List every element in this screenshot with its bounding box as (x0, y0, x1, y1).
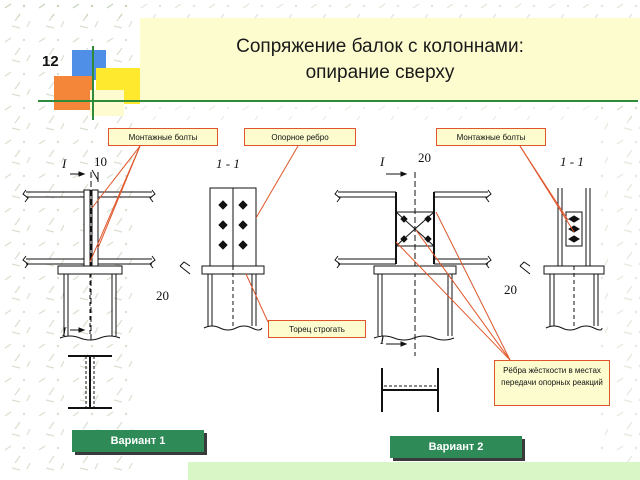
leader-lines (89, 145, 575, 361)
section-mark-2: I (61, 324, 67, 339)
weld-20-left: 20 (156, 288, 169, 303)
vertical-line-deco (92, 46, 94, 120)
section-mark-3: I (379, 154, 385, 169)
dim-10: 10 (94, 154, 107, 169)
horizontal-line-deco (38, 100, 638, 102)
title-line-2: опирание сверху (305, 62, 455, 83)
light-square-deco (90, 90, 124, 116)
variant2-elevation (334, 171, 492, 412)
variant1-section (179, 187, 265, 331)
label-mount-bolts-right: Монтажные болты (436, 128, 546, 146)
section-mark-1: I (61, 156, 67, 171)
label-trim-end: Торец строгать (268, 320, 366, 338)
weld-20-right: 20 (504, 282, 517, 297)
variant1-button[interactable]: Вариант 1 (72, 430, 204, 452)
dim-20: 20 (418, 150, 431, 165)
page-title: Сопряжение балок с колоннами: опирание с… (150, 34, 610, 86)
label-support-rib: Опорное ребро (244, 128, 356, 146)
title-line-1: Сопряжение балок с колоннами: (236, 36, 524, 57)
slide-number: 12 (42, 53, 59, 70)
header-band (140, 18, 640, 100)
label-mount-bolts-left: Монтажные болты (108, 128, 218, 146)
section-mark-4: I (379, 332, 385, 347)
variant2-section (519, 188, 605, 331)
bolt-holes-left (218, 200, 248, 250)
label-stiffeners: Рёбра жёсткости в местах передачи опорны… (494, 360, 610, 406)
orange-square-deco (54, 76, 94, 110)
footer-band (188, 462, 640, 480)
section-11-right: 1 - 1 (560, 154, 584, 169)
variant2-button[interactable]: Вариант 2 (390, 436, 522, 458)
variant1-elevation (22, 169, 156, 409)
section-11-left: 1 - 1 (216, 156, 240, 171)
